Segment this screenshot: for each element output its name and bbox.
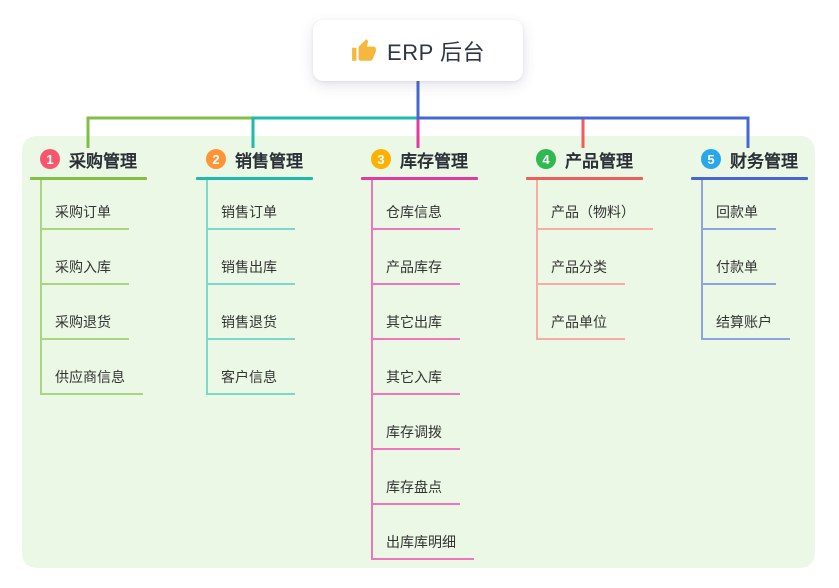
branch-sales: 2 销售管理 销售订单 销售出库 销售退货 客户信息 bbox=[196, 148, 313, 395]
list-item[interactable]: 销售订单 bbox=[206, 180, 313, 230]
branch-product: 4 产品管理 产品（物料） 产品分类 产品单位 bbox=[526, 148, 653, 340]
list-item[interactable]: 销售退货 bbox=[206, 285, 313, 340]
item-label: 销售出库 bbox=[206, 257, 295, 285]
branch-title-label: 销售管理 bbox=[235, 151, 303, 171]
item-label: 其它出库 bbox=[371, 312, 460, 340]
list-item[interactable]: 采购退货 bbox=[40, 285, 147, 340]
branch-finance: 5 财务管理 回款单 付款单 结算账户 bbox=[691, 148, 808, 340]
item-label: 付款单 bbox=[701, 257, 776, 285]
item-label: 出库库明细 bbox=[371, 532, 474, 560]
branch-title-sales[interactable]: 2 销售管理 bbox=[196, 148, 313, 171]
list-item[interactable]: 其它出库 bbox=[371, 285, 478, 340]
list-item[interactable]: 产品单位 bbox=[536, 285, 643, 340]
root-node[interactable]: ERP 后台 bbox=[313, 20, 523, 81]
item-label: 客户信息 bbox=[206, 367, 295, 395]
branch-item-list: 回款单 付款单 结算账户 bbox=[701, 180, 808, 340]
branch-item-list: 采购订单 采购入库 采购退货 供应商信息 bbox=[40, 180, 147, 395]
root-title: ERP 后台 bbox=[387, 39, 485, 65]
item-label: 采购入库 bbox=[40, 257, 129, 285]
item-label: 其它入库 bbox=[371, 367, 460, 395]
list-item[interactable]: 库存调拨 bbox=[371, 395, 478, 450]
list-item[interactable]: 结算账户 bbox=[701, 285, 808, 340]
branch-title-label: 库存管理 bbox=[400, 151, 468, 171]
branch-title-label: 产品管理 bbox=[565, 151, 633, 171]
item-label: 产品单位 bbox=[536, 312, 625, 340]
item-label: 库存盘点 bbox=[371, 477, 460, 505]
item-label: 采购订单 bbox=[40, 202, 129, 230]
list-item[interactable]: 采购入库 bbox=[40, 230, 147, 285]
branch-number-badge: 2 bbox=[206, 149, 226, 169]
branch-number-badge: 1 bbox=[40, 149, 60, 169]
item-label: 销售订单 bbox=[206, 202, 295, 230]
list-item[interactable]: 出库库明细 bbox=[371, 505, 478, 560]
item-label: 销售退货 bbox=[206, 312, 295, 340]
branch-number-badge: 5 bbox=[701, 149, 721, 169]
item-label: 产品库存 bbox=[371, 257, 460, 285]
branch-number-badge: 4 bbox=[536, 149, 556, 169]
item-label: 产品（物料） bbox=[536, 202, 653, 230]
list-item[interactable]: 采购订单 bbox=[40, 180, 147, 230]
branch-item-list: 销售订单 销售出库 销售退货 客户信息 bbox=[206, 180, 313, 395]
list-item[interactable]: 其它入库 bbox=[371, 340, 478, 395]
list-item[interactable]: 供应商信息 bbox=[40, 340, 147, 395]
list-item[interactable]: 回款单 bbox=[701, 180, 808, 230]
branch-title-inventory[interactable]: 3 库存管理 bbox=[361, 148, 478, 171]
branch-inventory: 3 库存管理 仓库信息 产品库存 其它出库 其它入库 库存调拨 库存盘点 出库库… bbox=[361, 148, 478, 560]
branch-title-finance[interactable]: 5 财务管理 bbox=[691, 148, 808, 171]
branch-item-list: 产品（物料） 产品分类 产品单位 bbox=[536, 180, 653, 340]
branch-number-badge: 3 bbox=[371, 149, 391, 169]
branches-panel bbox=[22, 136, 815, 568]
item-label: 回款单 bbox=[701, 202, 776, 230]
branch-title-label: 采购管理 bbox=[69, 151, 137, 171]
item-label: 仓库信息 bbox=[371, 202, 460, 230]
list-item[interactable]: 仓库信息 bbox=[371, 180, 478, 230]
thumbs-up-icon bbox=[351, 38, 377, 64]
list-item[interactable]: 产品库存 bbox=[371, 230, 478, 285]
branch-title-product[interactable]: 4 产品管理 bbox=[526, 148, 643, 171]
list-item[interactable]: 产品（物料） bbox=[536, 180, 653, 230]
item-label: 库存调拨 bbox=[371, 422, 460, 450]
item-label: 产品分类 bbox=[536, 257, 625, 285]
item-label: 结算账户 bbox=[701, 312, 790, 340]
item-label: 采购退货 bbox=[40, 312, 129, 340]
branch-underline bbox=[691, 177, 808, 180]
branch-underline bbox=[196, 177, 313, 180]
branch-underline bbox=[526, 177, 643, 180]
branch-title-purchase[interactable]: 1 采购管理 bbox=[30, 148, 147, 171]
list-item[interactable]: 销售出库 bbox=[206, 230, 313, 285]
branch-item-list: 仓库信息 产品库存 其它出库 其它入库 库存调拨 库存盘点 出库库明细 bbox=[371, 180, 478, 560]
list-item[interactable]: 库存盘点 bbox=[371, 450, 478, 505]
branch-purchase: 1 采购管理 采购订单 采购入库 采购退货 供应商信息 bbox=[30, 148, 147, 395]
item-label: 供应商信息 bbox=[40, 367, 143, 395]
list-item[interactable]: 客户信息 bbox=[206, 340, 313, 395]
list-item[interactable]: 产品分类 bbox=[536, 230, 643, 285]
branch-title-label: 财务管理 bbox=[730, 151, 798, 171]
list-item[interactable]: 付款单 bbox=[701, 230, 808, 285]
branch-underline bbox=[30, 177, 147, 180]
branch-underline bbox=[361, 177, 478, 180]
